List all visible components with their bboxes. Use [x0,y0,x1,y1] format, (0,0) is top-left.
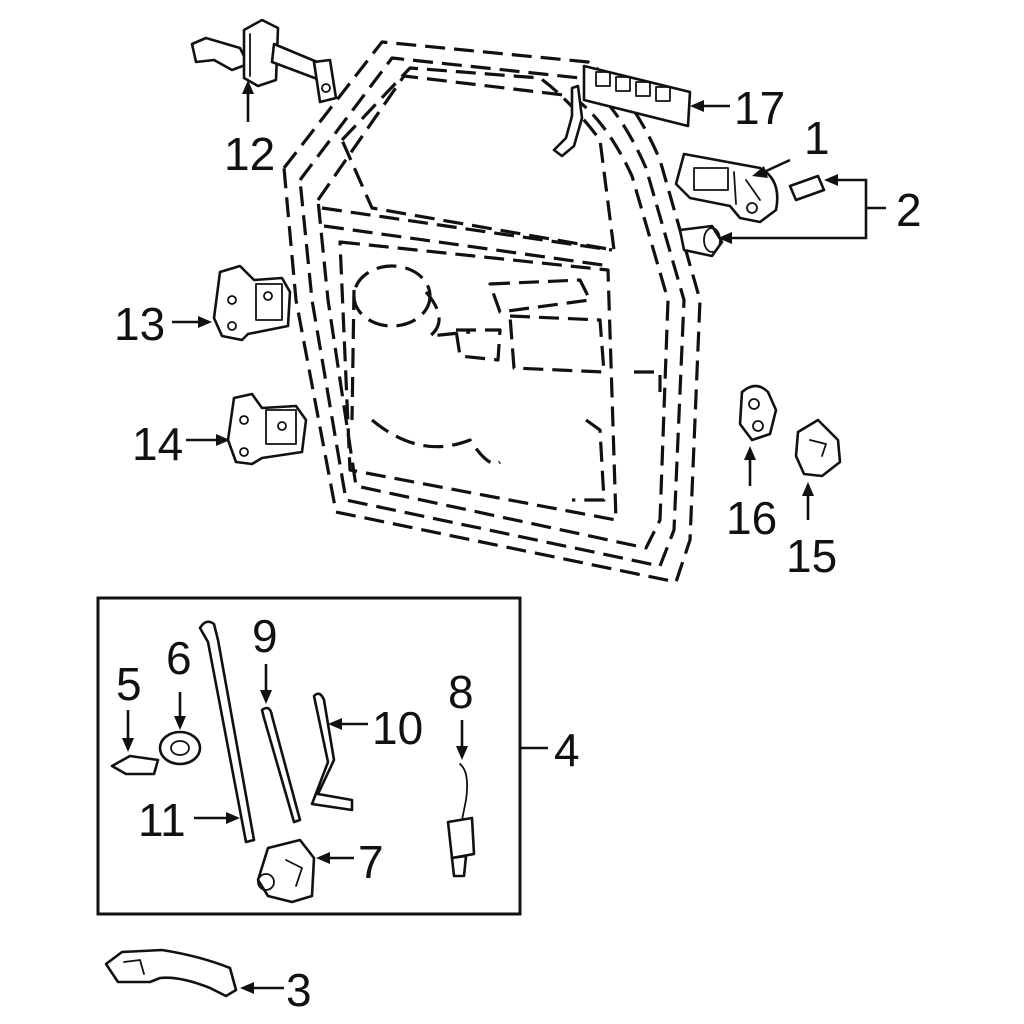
latch-7-part [256,838,316,904]
callout-13: 13 [114,298,165,350]
striker-part [794,418,842,478]
callout-labels: 12 17 1 2 13 14 16 15 5 6 9 10 8 11 7 4 … [114,82,922,1016]
callout-17: 17 [734,82,785,134]
callout-3: 3 [286,964,312,1016]
striker-plate-part [738,384,778,442]
outside-handle-part [674,152,779,224]
callout-14: 14 [132,418,183,470]
lower-hinge-part [226,392,308,466]
handle-3-part [104,948,238,998]
lock-cylinder-part [678,174,826,258]
rod-11-part [198,620,256,844]
callout-6: 6 [166,632,192,684]
upper-hinge-part [212,264,292,342]
callout-8: 8 [448,666,474,718]
callout-4: 4 [554,724,580,776]
callout-16: 16 [726,492,777,544]
rod-9-part [260,706,302,824]
actuator-8-part [446,763,476,878]
door-shell [282,40,702,584]
callout-10: 10 [372,702,423,754]
grommet-6-part [158,730,202,766]
lock-assembly-box [96,596,522,916]
callout-15: 15 [786,530,837,582]
leader-lines [122,80,886,994]
callout-1: 1 [804,112,830,164]
clip-5-part [110,754,160,776]
callout-5: 5 [116,658,142,710]
callout-2: 2 [896,184,922,236]
window-switch-part [552,64,692,158]
callout-11: 11 [138,794,186,846]
rod-10-part [310,692,354,812]
door-check-part [190,18,338,104]
callout-7: 7 [358,836,384,888]
callout-12: 12 [224,128,275,180]
callout-9: 9 [252,610,278,662]
